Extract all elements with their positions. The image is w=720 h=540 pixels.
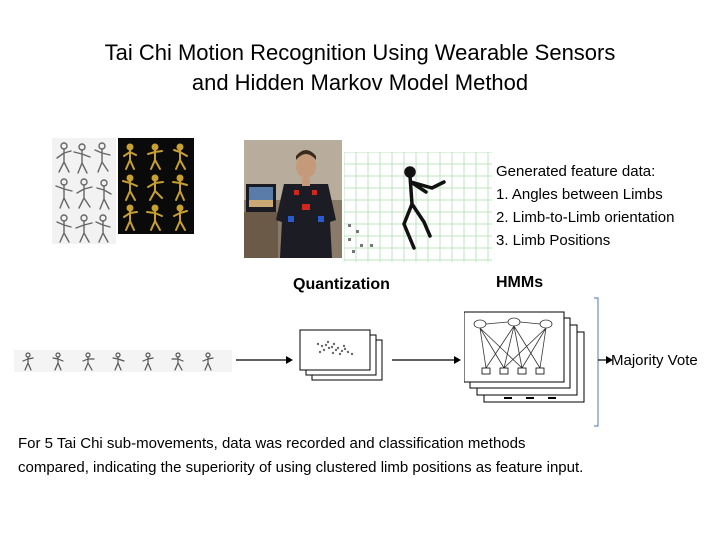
person-with-sensors-photo	[244, 140, 342, 258]
feature-list-heading: Generated feature data:	[496, 160, 674, 183]
arrow-to-quantization	[236, 353, 294, 367]
tai-chi-sketch-image	[52, 138, 116, 244]
arrow-to-hmms	[392, 353, 462, 367]
title-line-2: and Hidden Markov Model Method	[20, 68, 700, 98]
hmm-state-diagrams	[464, 310, 588, 406]
stick-figure-grid-plot	[344, 152, 492, 262]
feature-item: 3. Limb Positions	[496, 229, 674, 252]
title-line-1: Tai Chi Motion Recognition Using Wearabl…	[20, 38, 700, 68]
hmms-label: HMMs	[496, 274, 543, 292]
slide-caption: For 5 Tai Chi sub-movements, data was re…	[18, 432, 708, 480]
caption-line-2: compared, indicating the superiority of …	[18, 456, 708, 480]
motion-sequence-strip	[14, 350, 232, 372]
caption-line-1: For 5 Tai Chi sub-movements, data was re…	[18, 432, 708, 456]
quantization-label: Quantization	[293, 276, 390, 294]
slide-title: Tai Chi Motion Recognition Using Wearabl…	[20, 38, 700, 98]
majority-vote-label: Majority Vote	[611, 352, 698, 369]
feature-item: 2. Limb-to-Limb orientation	[496, 206, 674, 229]
quantization-cluster-plots	[298, 328, 386, 384]
feature-list: Generated feature data: 1. Angles betwee…	[496, 160, 674, 252]
feature-item: 1. Angles between Limbs	[496, 183, 674, 206]
skeleton-figures-image	[118, 138, 194, 234]
